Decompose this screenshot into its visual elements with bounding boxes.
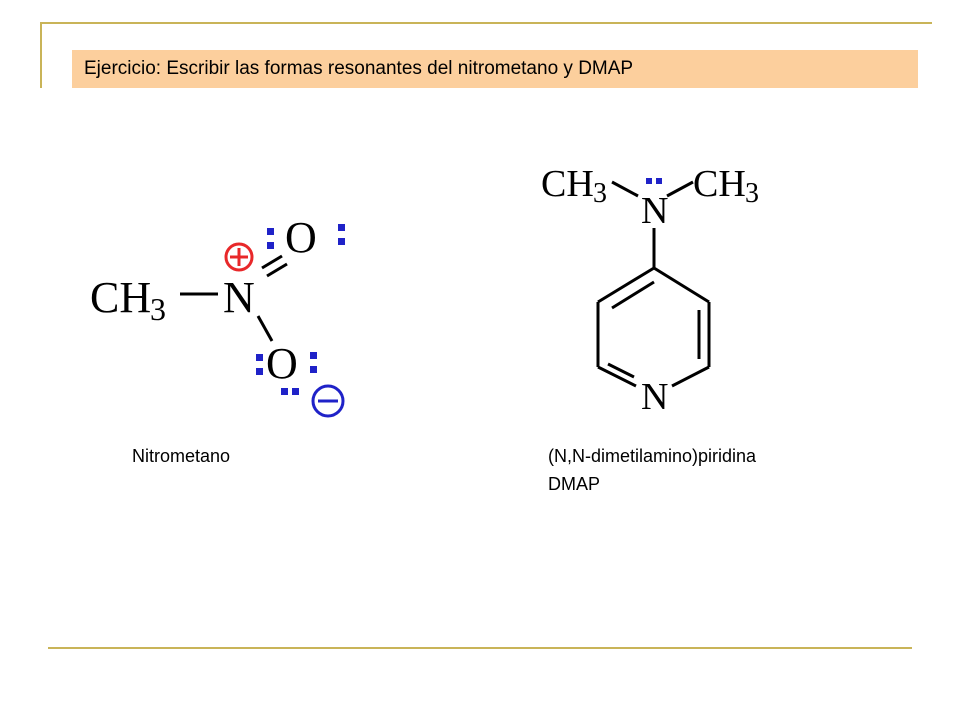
lone-pair-dot [256, 354, 263, 361]
dmap-amino-n-atom: N [641, 190, 668, 232]
nitromethane-caption: Nitrometano [132, 446, 231, 466]
positive-charge-icon [224, 242, 254, 272]
top-rule [40, 22, 932, 24]
lone-pair-dot [267, 242, 274, 249]
lone-pair-dot [310, 366, 317, 373]
dmap-ch3-right-label: CH [693, 163, 746, 205]
dmap-n-ch3-left-bond [611, 180, 639, 198]
ring-bond [597, 365, 637, 388]
lone-pair-dot [338, 238, 345, 245]
exercise-title: Ejercicio: Escribir las formas resonante… [72, 50, 918, 88]
nitromethane-structure: CH 3 N O O [90, 213, 345, 418]
dmap-caption-name: (N,N-dimetilamino)piridina [548, 446, 757, 466]
dmap-ring-n-atom: N [641, 376, 668, 418]
nitro-ch3-label: CH [90, 273, 151, 322]
bottom-rule [48, 647, 912, 649]
ring-double-bond [611, 280, 655, 310]
lone-pair-dot [292, 388, 299, 395]
lone-pair-dot [256, 368, 263, 375]
nitro-oxygen-top: O [285, 213, 317, 262]
ring-double-bond [607, 362, 635, 379]
negative-charge-icon [311, 384, 345, 418]
dmap-n-ch3-right-bond [666, 180, 694, 198]
lone-pair-dot [338, 224, 345, 231]
nitro-ch3-subscript: 3 [150, 291, 166, 327]
nitro-double-bond-line-2 [266, 262, 288, 278]
ring-bond [653, 266, 710, 304]
nitro-n-atom: N [223, 273, 255, 322]
lone-pair-dot [281, 388, 288, 395]
ring-bond [597, 266, 655, 304]
nitro-single-bond [256, 315, 274, 342]
left-rule [40, 22, 42, 88]
lone-pair-dot [656, 178, 662, 184]
dmap-caption-abbrev: DMAP [548, 474, 601, 494]
nitro-double-bond-line-1 [261, 254, 283, 270]
dmap-structure: CH 3 CH 3 N N [541, 163, 759, 418]
dmap-ch3-left-label: CH [541, 163, 594, 205]
lone-pair-dot [267, 228, 274, 235]
ring-bond [671, 365, 710, 388]
dmap-ch3-left-subscript: 3 [593, 178, 607, 209]
lone-pair-dot [310, 352, 317, 359]
dmap-ch3-right-subscript: 3 [745, 178, 759, 209]
lone-pair-dot [646, 178, 652, 184]
nitro-oxygen-bottom: O [266, 339, 298, 388]
